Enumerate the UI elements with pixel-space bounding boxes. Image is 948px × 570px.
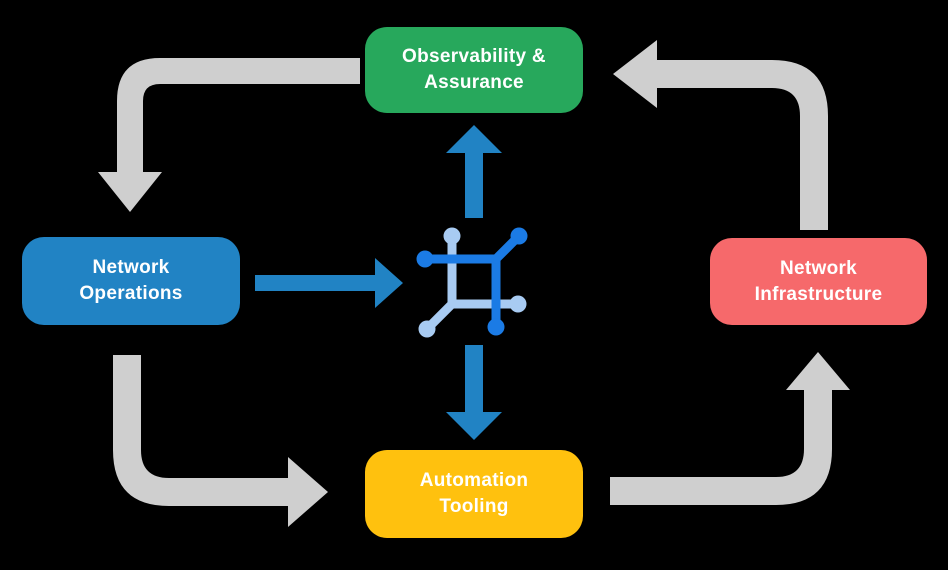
node-label-line: Assurance bbox=[424, 72, 524, 93]
node-label-line: Tooling bbox=[439, 496, 509, 517]
icon-node-dot-light bbox=[418, 320, 436, 338]
arrow-operations-to-center bbox=[255, 258, 403, 308]
node-label-line: Infrastructure bbox=[754, 283, 883, 305]
icon-node-dot-dark bbox=[416, 250, 434, 268]
node-network-infrastructure: Network Infrastructure bbox=[710, 238, 927, 325]
node-observability-assurance: Observability & Assurance bbox=[365, 27, 583, 113]
node-automation-tooling: Automation Tooling bbox=[365, 450, 583, 538]
icon-node-dot-dark bbox=[510, 227, 528, 245]
arrow-operations-to-automation bbox=[113, 355, 328, 527]
arrow-center-to-observability bbox=[446, 125, 502, 218]
arrow-observability-to-operations bbox=[98, 58, 360, 212]
node-label-line: Network bbox=[779, 257, 858, 279]
network-mesh-icon bbox=[416, 227, 528, 338]
arrow-automation-to-infrastructure bbox=[610, 352, 850, 505]
icon-node-dot-light bbox=[443, 227, 461, 245]
node-label-line: Operations bbox=[79, 283, 183, 304]
icon-node-dot-light bbox=[509, 295, 527, 313]
node-network-operations: Network Operations bbox=[22, 237, 240, 325]
arrow-center-to-automation bbox=[446, 345, 502, 440]
node-label-line: Observability & bbox=[402, 46, 546, 67]
node-label-line: Network bbox=[92, 257, 170, 278]
icon-node-dot-dark bbox=[487, 318, 505, 336]
node-label-line: Automation bbox=[419, 470, 529, 491]
arrow-infrastructure-to-observability bbox=[613, 40, 828, 230]
